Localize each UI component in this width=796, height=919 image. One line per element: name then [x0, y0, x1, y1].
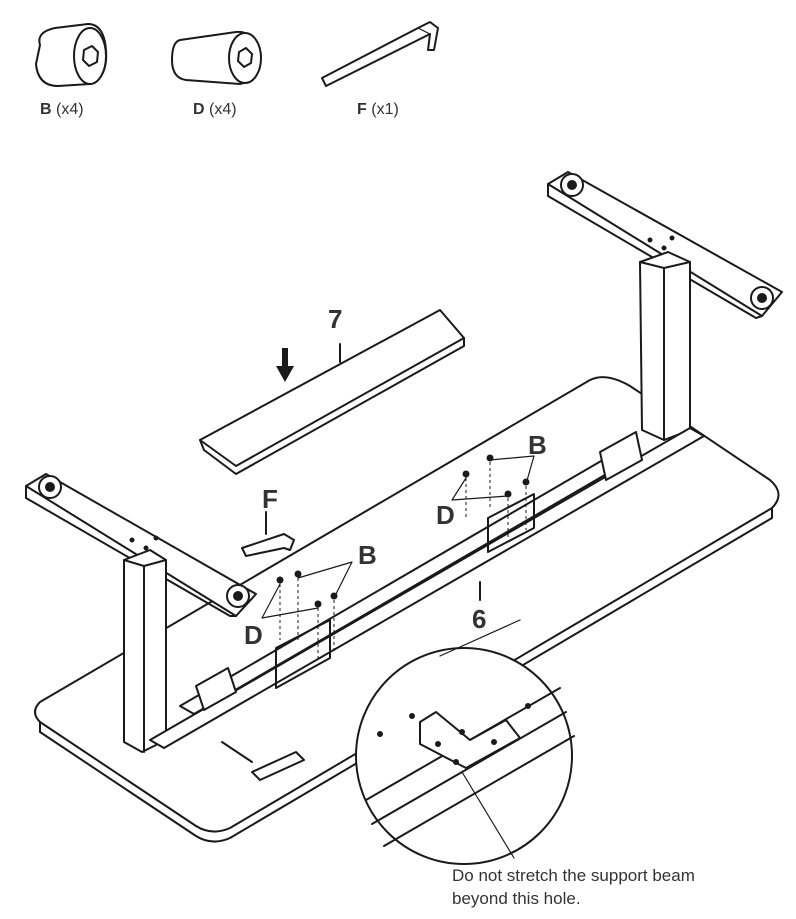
part-d-id: D [193, 101, 205, 118]
note-line-2: beyond this hole. [452, 889, 581, 908]
right-d-label: D [436, 500, 455, 530]
allen-key-f-icon [321, 21, 439, 87]
left-d-label: D [244, 620, 263, 650]
arrow-down-icon [276, 348, 294, 382]
right-b-label: B [528, 430, 547, 460]
allen-key-icon [241, 511, 295, 557]
right-leg [547, 171, 783, 441]
note-line-1: Do not stretch the support beam [452, 866, 695, 885]
part-b-label: B (x4) [40, 101, 84, 119]
part-f-label: F (x1) [357, 101, 399, 119]
warning-note: Do not stretch the support beam beyond t… [452, 864, 772, 910]
part-f-qty: (x1) [371, 101, 399, 118]
part-d-qty: (x4) [209, 101, 237, 118]
frame-number-label: 6 [472, 604, 487, 634]
right-screws [451, 454, 535, 540]
support-beam [199, 309, 465, 475]
left-screws [261, 561, 353, 660]
hardware-legend [35, 21, 439, 87]
detail-magnifier [355, 619, 575, 865]
bolt-d-icon [171, 30, 262, 85]
part-b-qty: (x4) [56, 101, 84, 118]
wrench-label: F [262, 484, 278, 514]
left-leg [25, 473, 257, 753]
left-b-label: B [358, 540, 377, 570]
beam-number-label: 7 [328, 304, 343, 334]
part-f-id: F [357, 101, 367, 118]
frame-rails [149, 427, 705, 749]
screw-b-icon [35, 23, 108, 87]
controller [221, 741, 305, 781]
part-b-id: B [40, 101, 52, 118]
part-d-label: D (x4) [193, 101, 237, 119]
